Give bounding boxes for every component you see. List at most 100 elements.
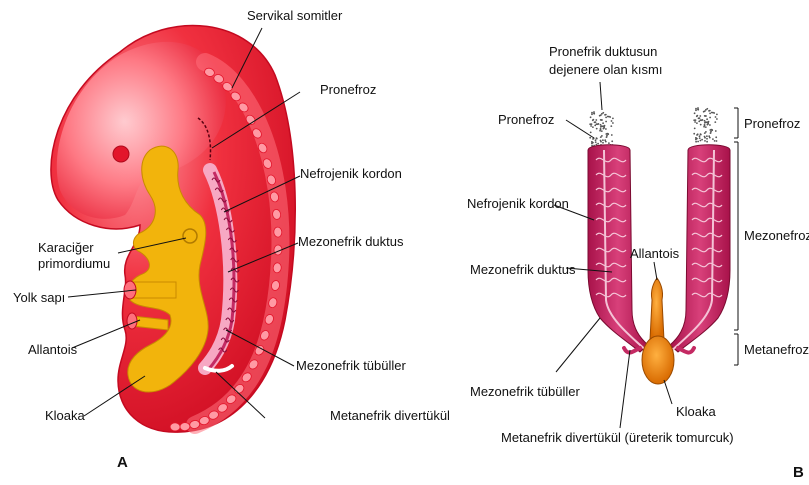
stipple-dot xyxy=(704,115,706,117)
stipple-dot xyxy=(600,141,602,143)
label-mezonefrik-duktus-a: Mezonefrik duktus xyxy=(298,234,404,249)
stipple-dot xyxy=(602,142,604,144)
stipple-dot xyxy=(591,112,593,114)
stipple-dot xyxy=(709,113,711,115)
stipple-dot xyxy=(590,132,592,134)
stipple-dot xyxy=(604,114,606,116)
stipple-dot xyxy=(699,115,701,117)
stipple-dot xyxy=(703,111,705,113)
label-pronefroz-a: Pronefroz xyxy=(320,82,376,97)
stipple-dot xyxy=(592,119,594,121)
stipple-dot xyxy=(593,111,595,113)
stipple-dot xyxy=(710,131,712,133)
stipple-dot xyxy=(608,142,610,144)
stipple-dot xyxy=(706,135,708,137)
stipple-dot xyxy=(596,137,598,139)
stipple-dot xyxy=(608,116,610,118)
stipple-dot xyxy=(704,137,706,139)
panel-a-embryo xyxy=(51,25,300,432)
stipple-dot xyxy=(714,121,716,123)
stipple-dot xyxy=(694,121,696,123)
stipple-dot xyxy=(695,119,697,121)
stipple-dot xyxy=(602,122,604,124)
stipple-dot xyxy=(695,108,697,110)
stipple-dot xyxy=(694,127,696,129)
stipple-dot xyxy=(612,118,614,120)
label-pronefroz-b: Pronefroz xyxy=(498,112,554,127)
stipple-dot xyxy=(715,130,717,132)
stipple-dot xyxy=(595,139,597,141)
stipple-dot xyxy=(611,120,613,122)
stipple-dot xyxy=(595,119,597,121)
stipple-dot xyxy=(605,121,607,123)
stipple-dot xyxy=(592,142,594,144)
ureteric-bud-right xyxy=(678,348,694,353)
stipple-dot xyxy=(703,126,705,128)
stipple-dot xyxy=(599,115,601,117)
region-brackets xyxy=(734,108,738,365)
stipple-dot xyxy=(611,134,613,136)
stipple-dot xyxy=(701,139,703,141)
stipple-dot xyxy=(590,116,592,118)
stipple-dot xyxy=(612,122,614,124)
ureteric-bud-left xyxy=(624,348,640,353)
stipple-dot xyxy=(589,137,591,139)
stipple-dot xyxy=(602,125,604,127)
stipple-dot xyxy=(600,119,602,121)
stipple-dot xyxy=(716,118,718,120)
stipple-dot xyxy=(606,135,608,137)
stipple-dot xyxy=(595,141,597,143)
label-mezonefrik-tubuller-a: Mezonefrik tübüller xyxy=(296,358,406,373)
stipple-dot xyxy=(695,141,697,143)
stipple-dot xyxy=(590,125,592,127)
stipple-dot xyxy=(601,135,603,137)
stipple-dot xyxy=(705,131,707,133)
label-region-pronefroz: Pronefroz xyxy=(744,116,800,131)
stipple-dot xyxy=(696,115,698,117)
stipple-dot xyxy=(699,137,701,139)
label-allantois-b: Allantois xyxy=(630,246,679,261)
somite xyxy=(180,422,191,431)
stipple-dot xyxy=(605,128,607,130)
stipple-dot xyxy=(700,124,702,126)
label-region-metanefroz: Metanefroz xyxy=(744,342,809,357)
stipple-dot xyxy=(610,125,612,127)
stipple-dot xyxy=(706,118,708,120)
stipple-dot xyxy=(606,133,608,135)
stipple-dot xyxy=(714,140,716,142)
stipple-dot xyxy=(709,117,711,119)
stipple-dot xyxy=(601,130,603,132)
stipple-dot xyxy=(700,119,702,121)
label-kloaka-b: Kloaka xyxy=(676,404,716,419)
stipple-dot xyxy=(602,139,604,141)
label-yolk-sapi: Yolk sapı xyxy=(13,290,65,305)
stipple-dot xyxy=(696,138,698,140)
stipple-dot xyxy=(709,124,711,126)
label-metanefrik-divertukul-a: Metanefrik divertükül xyxy=(330,408,450,423)
allantois-b xyxy=(650,278,664,340)
stipple-dot xyxy=(591,113,593,115)
stipple-dot xyxy=(699,135,701,137)
label-pronefrik-line2: dejenere olan kısmı xyxy=(549,62,662,77)
stipple-dot xyxy=(611,140,613,142)
stipple-dot xyxy=(600,128,602,130)
label-pronefrik-line1: Pronefrik duktusun xyxy=(549,44,657,59)
label-kloaka-a: Kloaka xyxy=(45,408,85,423)
stipple-dot xyxy=(603,127,605,129)
stipple-dot xyxy=(705,109,707,111)
stipple-dot xyxy=(704,120,706,122)
stipple-dot xyxy=(693,133,695,135)
stipple-dot xyxy=(599,130,601,132)
stipple-dot xyxy=(694,112,696,114)
stipple-dot xyxy=(700,133,702,135)
stipple-dot xyxy=(697,141,699,143)
label-nefrojenik-kordon-a: Nefrojenik kordon xyxy=(300,166,402,181)
stipple-dot xyxy=(706,141,708,143)
stipple-dot xyxy=(591,123,593,125)
stipple-dot xyxy=(600,124,602,126)
stipple-dot xyxy=(597,143,599,145)
stipple-dot xyxy=(605,117,607,119)
stipple-dot xyxy=(706,121,708,123)
stipple-dot xyxy=(706,138,708,140)
stipple-dot xyxy=(697,107,699,109)
